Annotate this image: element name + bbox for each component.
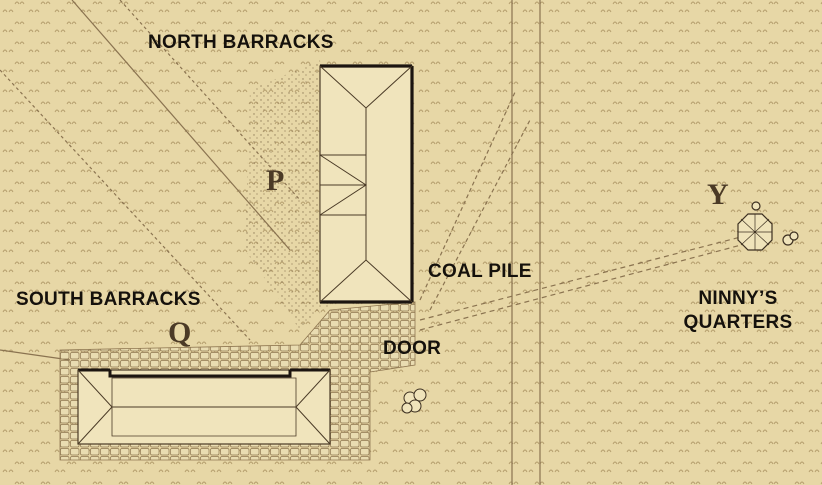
path-to-ninnys-quarters xyxy=(419,231,761,321)
ninnys-quarters-building xyxy=(737,201,799,251)
road-to-coal-pile xyxy=(419,89,517,301)
ninnys-quarters-label-line1: NINNY’S xyxy=(698,288,778,309)
road-to-coal-pile xyxy=(429,119,531,311)
path-to-ninnys-quarters xyxy=(419,239,761,331)
south-barracks-building xyxy=(77,368,331,445)
south-barracks-label: SOUTH BARRACKS xyxy=(16,289,201,310)
diagonal-road-line xyxy=(0,69,251,341)
roads xyxy=(0,0,761,485)
north-barracks-label: NORTH BARRACKS xyxy=(148,32,334,53)
map-letter-y: Y xyxy=(707,178,729,211)
west-path xyxy=(0,349,71,361)
stippled-ground xyxy=(245,60,335,330)
tree-symbol xyxy=(401,388,427,414)
map-letter-p: P xyxy=(266,164,285,197)
ninnys-quarters-label: NINNY’S QUARTERS xyxy=(676,287,800,335)
coal-pile-label: COAL PILE xyxy=(428,261,532,282)
door-label: DOOR xyxy=(383,338,442,359)
map-letter-q: Q xyxy=(168,316,192,349)
north-barracks-building xyxy=(319,64,414,304)
ninnys-quarters-label-line2: QUARTERS xyxy=(683,311,793,333)
